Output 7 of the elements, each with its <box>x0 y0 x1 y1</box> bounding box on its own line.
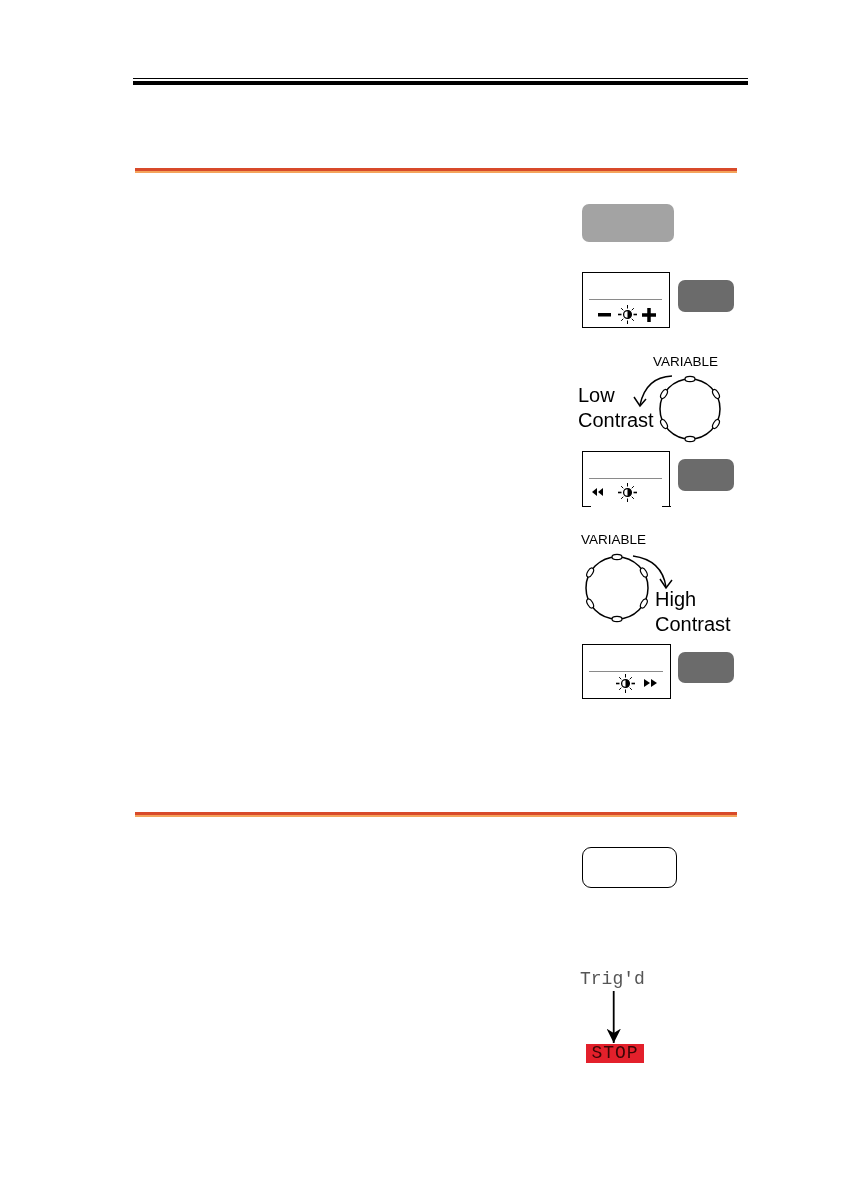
direction-label: Low Contrast <box>578 383 655 433</box>
knob-label: VARIABLE <box>581 532 647 548</box>
status-text: Trig'd <box>580 968 645 990</box>
knob-label: VARIABLE <box>653 354 719 370</box>
status-indicator: STOP <box>586 1044 644 1063</box>
direction-label: High Contrast <box>655 587 732 637</box>
arrow <box>606 990 621 1044</box>
